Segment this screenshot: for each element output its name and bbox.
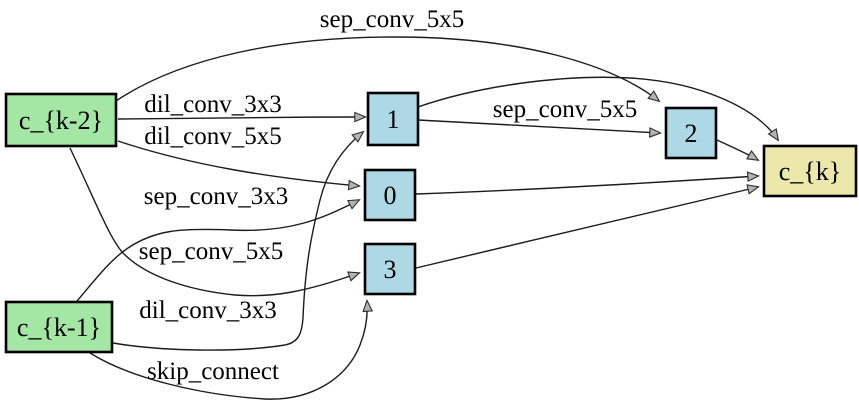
edge-label-ck2-2: sep_conv_5x5 — [320, 6, 464, 33]
node-ck1-box — [4, 300, 114, 354]
edge-0-to-ck — [415, 171, 760, 195]
edge-3-to-ck — [415, 184, 760, 269]
edge-label-ck1-1: dil_conv_3x3 — [139, 297, 277, 324]
edge-1-to-2 — [417, 119, 662, 138]
edge-ck2-to-1 — [117, 111, 367, 123]
edge-1-to-ck — [417, 76, 780, 142]
node-3-label: 3 — [384, 255, 397, 284]
node-ck-box — [762, 144, 858, 198]
edge-label-group: sep_conv_5x5 dil_conv_3x3 dil_conv_5x5 s… — [139, 6, 637, 385]
edge-label-ck1-3: skip_connect — [147, 358, 279, 385]
node-ck: c_{k} — [762, 144, 858, 198]
node-3-box — [363, 242, 417, 296]
node-2: 2 — [664, 106, 718, 160]
node-1: 1 — [366, 91, 420, 147]
node-ck2: c_{k-2} — [4, 92, 118, 148]
node-3: 3 — [363, 242, 417, 296]
edge-ck2-to-3 — [69, 147, 361, 297]
node-ck-label: c_{k} — [779, 157, 842, 186]
node-group: c_{k-2} c_{k-1} 1 0 3 2 — [4, 91, 858, 354]
node-2-box — [664, 106, 718, 160]
node-ck2-label: c_{k-2} — [19, 106, 103, 135]
edge-ck1-to-1 — [112, 130, 365, 351]
edge-ck2-to-2 — [115, 36, 661, 103]
node-0-label: 0 — [384, 181, 397, 210]
edge-label-ck2-3: sep_conv_5x5 — [139, 238, 283, 265]
edge-label-1-2: sep_conv_5x5 — [493, 96, 637, 123]
edge-ck1-to-0 — [76, 199, 361, 302]
edge-label-ck2-1: dil_conv_3x3 — [144, 91, 282, 118]
edge-group — [69, 36, 780, 400]
node-1-label: 1 — [387, 105, 400, 134]
edge-ck1-to-3 — [89, 299, 374, 400]
edge-label-ck2-0: dil_conv_5x5 — [144, 123, 282, 150]
node-ck2-box — [4, 92, 118, 148]
node-ck1-label: c_{k-1} — [17, 313, 101, 342]
node-0-box — [363, 168, 417, 222]
edge-label-ck1-0: sep_conv_3x3 — [144, 183, 288, 210]
node-2-label: 2 — [685, 119, 698, 148]
node-ck1: c_{k-1} — [4, 300, 114, 354]
node-1-box — [366, 91, 420, 147]
node-0: 0 — [363, 168, 417, 222]
edge-2-to-ck — [716, 139, 760, 162]
